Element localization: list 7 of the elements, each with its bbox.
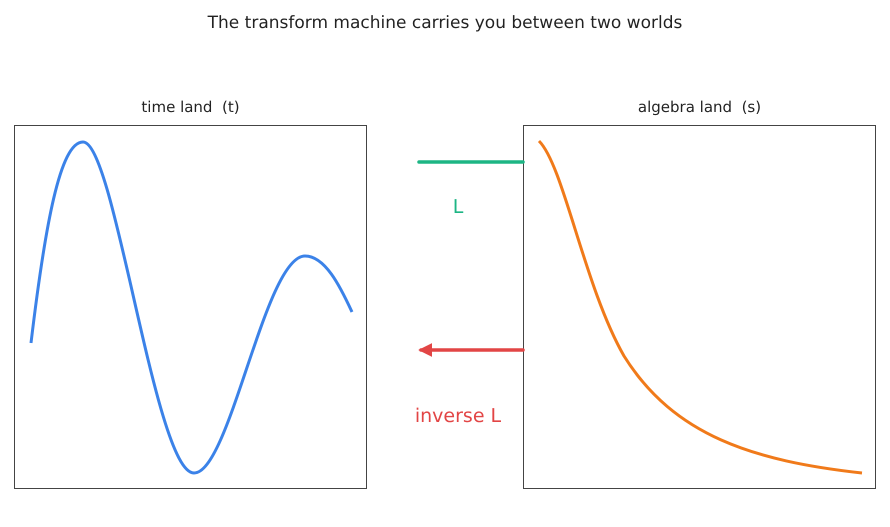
panel-heading: time land (t) [140,97,241,117]
connector-line [417,160,525,164]
plot-panel [523,125,876,489]
plot-panel [14,125,367,489]
arrow [418,343,525,357]
diagram-title: The transform machine carries you between two worlds [206,12,684,35]
panel-heading: algebra land (s) [636,97,762,117]
